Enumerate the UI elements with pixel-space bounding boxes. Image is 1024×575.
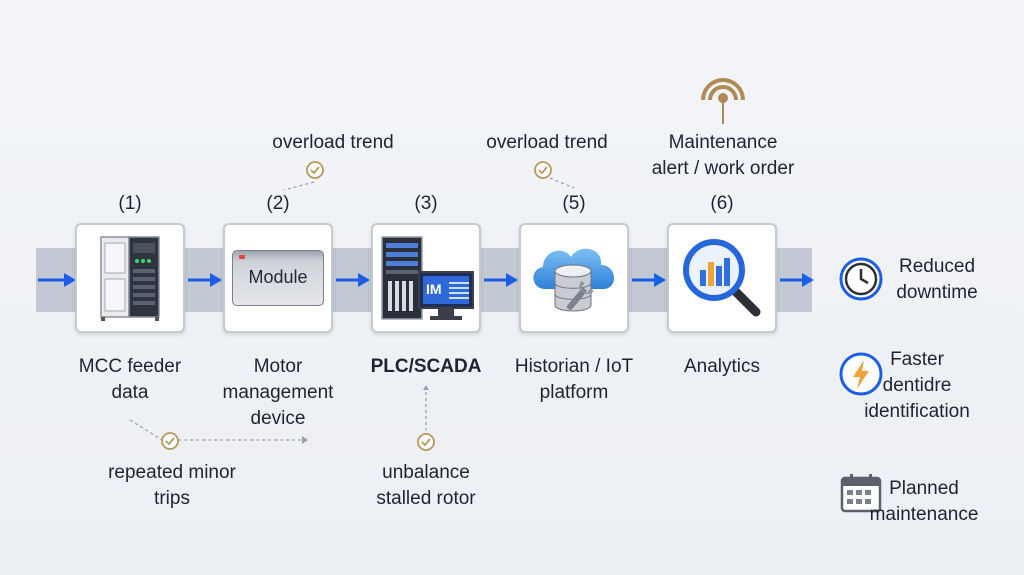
server-monitor-icon: IM	[378, 235, 474, 321]
label-line: Historian / IoT	[514, 356, 634, 377]
step-number: (6)	[710, 193, 734, 214]
arrow-right-icon	[484, 273, 518, 287]
outcome-line: dentidre	[882, 375, 952, 396]
step-label-analytics: Analytics	[647, 354, 797, 380]
node-historian	[519, 223, 629, 333]
annotation-overload-trend: overload trend	[272, 132, 394, 153]
broadcast-icon	[701, 78, 745, 124]
annotation-unbalance: unbalance stalled rotor	[326, 460, 526, 512]
label-line: data	[111, 382, 149, 403]
module-label: Module	[248, 267, 308, 287]
magnifier-chart-icon	[683, 239, 761, 317]
clock-icon	[839, 257, 883, 301]
cabinet-icon	[100, 236, 160, 321]
annotation-line: alert / work order	[651, 158, 795, 179]
label-line: device	[250, 408, 306, 429]
outcome-faster-identification: Faster dentidre identification	[842, 347, 992, 425]
arrow-right-icon	[336, 273, 370, 287]
outcome-planned-maintenance: Planned maintenance	[849, 476, 999, 528]
step-label-mcc: MCC feeder data	[55, 354, 205, 406]
dashed-connector	[549, 177, 575, 189]
node-mcc-feeder	[75, 223, 185, 333]
calendar-icon	[840, 474, 882, 513]
label-line: Analytics	[683, 356, 761, 377]
arrow-right-icon	[188, 273, 222, 287]
node-plc-scada: IM	[371, 223, 481, 333]
label-line: management	[222, 382, 334, 403]
server-tower-icon	[381, 236, 423, 320]
outcome-line: Faster	[890, 349, 944, 370]
annotation-line: repeated minor	[108, 462, 236, 483]
annotation-minor-trips: repeated minor trips	[72, 460, 272, 512]
label-line: platform	[539, 382, 609, 403]
module-indicator	[239, 255, 245, 259]
outcome-line: maintenance	[869, 504, 979, 525]
step-label-plc: PLC/SCADA	[351, 354, 501, 380]
check-icon	[161, 432, 179, 450]
dashed-connector	[129, 419, 308, 444]
annotation-line: trips	[154, 488, 190, 509]
check-icon	[306, 161, 324, 179]
step-number: (2)	[266, 193, 290, 214]
arrow-right-icon	[38, 273, 76, 287]
arrow-right-icon	[632, 273, 666, 287]
label-line: MCC feeder	[78, 356, 182, 377]
monitor-stand	[438, 309, 454, 317]
outcome-line: identification	[864, 401, 970, 422]
outcome-line: Reduced	[898, 256, 976, 277]
annotation-line: stalled rotor	[376, 488, 476, 509]
outcome-reduced-downtime: Reduced downtime	[862, 254, 1012, 306]
outcome-line: downtime	[896, 282, 978, 303]
outcome-line: Planned	[889, 478, 959, 499]
node-motor-management: Module	[223, 223, 333, 333]
screen-lines	[449, 282, 469, 284]
check-icon	[417, 433, 435, 451]
annotation-line: Maintenance	[668, 132, 778, 153]
label-line: PLC/SCADA	[370, 356, 482, 377]
annotation-overload-trend: overload trend	[486, 132, 608, 153]
module-icon: Module	[232, 250, 324, 306]
step-number: (3)	[414, 193, 438, 214]
annotation-maintenance-alert: Maintenance alert / work order	[623, 130, 823, 182]
annotation-line: unbalance	[382, 462, 470, 483]
step-label-motor: Motor management device	[203, 354, 353, 432]
monitor-icon: IM	[418, 271, 474, 309]
check-icon	[534, 161, 552, 179]
cloud-database-icon	[533, 248, 615, 312]
arrow-right-icon	[780, 273, 814, 287]
step-label-historian: Historian / IoT platform	[499, 354, 649, 406]
screen-label: IM	[426, 281, 442, 297]
label-line: Motor	[253, 356, 303, 377]
dashed-connector	[423, 385, 429, 430]
step-number: (1)	[118, 193, 142, 214]
dashed-connector	[283, 181, 315, 191]
lightning-icon	[839, 352, 883, 396]
monitor-base	[430, 316, 462, 320]
step-number: (5)	[562, 193, 586, 214]
node-analytics	[667, 223, 777, 333]
monitor-screen: IM	[423, 276, 469, 304]
